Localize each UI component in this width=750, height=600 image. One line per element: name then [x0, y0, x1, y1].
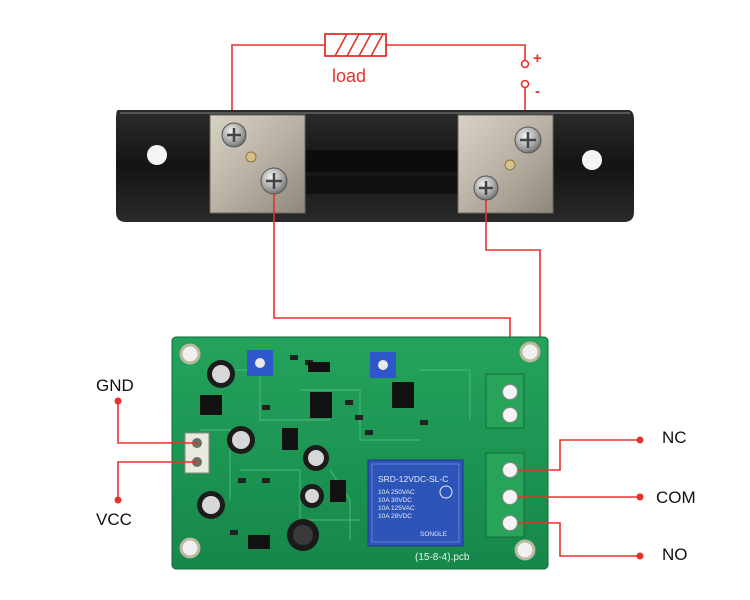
current-shunt — [116, 110, 634, 222]
relay-brand-text: SONGLE — [420, 531, 448, 538]
negative-terminal-label: - — [535, 83, 540, 100]
terminal-block-output — [485, 452, 525, 538]
relay-rating-text: 10A 28VDC — [378, 513, 412, 520]
power-wiring — [117, 401, 197, 500]
shunt-mount-hole-right — [582, 150, 602, 170]
vcc-label: VCC — [96, 510, 132, 529]
no-label: NO — [662, 545, 688, 564]
relay-model-text: SRD-12VDC-SL-C — [378, 474, 448, 484]
com-label: COM — [656, 488, 696, 507]
capacitor-icon — [197, 360, 329, 519]
relay-output-wiring — [518, 439, 640, 557]
load-resistor-icon — [324, 33, 387, 57]
potentiometer-icon — [247, 350, 396, 378]
nc-label: NC — [662, 428, 687, 447]
relay-module: SRD-12VDC-SL-C 10A 250VAC 10A 30VDC 10A … — [367, 459, 464, 547]
relay-rating-text: 10A 125VAC — [378, 505, 415, 512]
load-label: load — [332, 66, 367, 86]
terminal-block-input — [485, 373, 525, 429]
relay-rating-text: 10A 30VDC — [378, 497, 412, 504]
pcb-silkscreen-id: (15-8-4).pcb — [415, 552, 470, 563]
positive-terminal-label: + — [533, 50, 542, 67]
relay-pcb: SRD-12VDC-SL-C 10A 250VAC 10A 30VDC 10A … — [171, 336, 549, 570]
gnd-label: GND — [96, 376, 134, 395]
shunt-mount-hole-left — [147, 145, 167, 165]
relay-rating-text: 10A 250VAC — [378, 489, 415, 496]
